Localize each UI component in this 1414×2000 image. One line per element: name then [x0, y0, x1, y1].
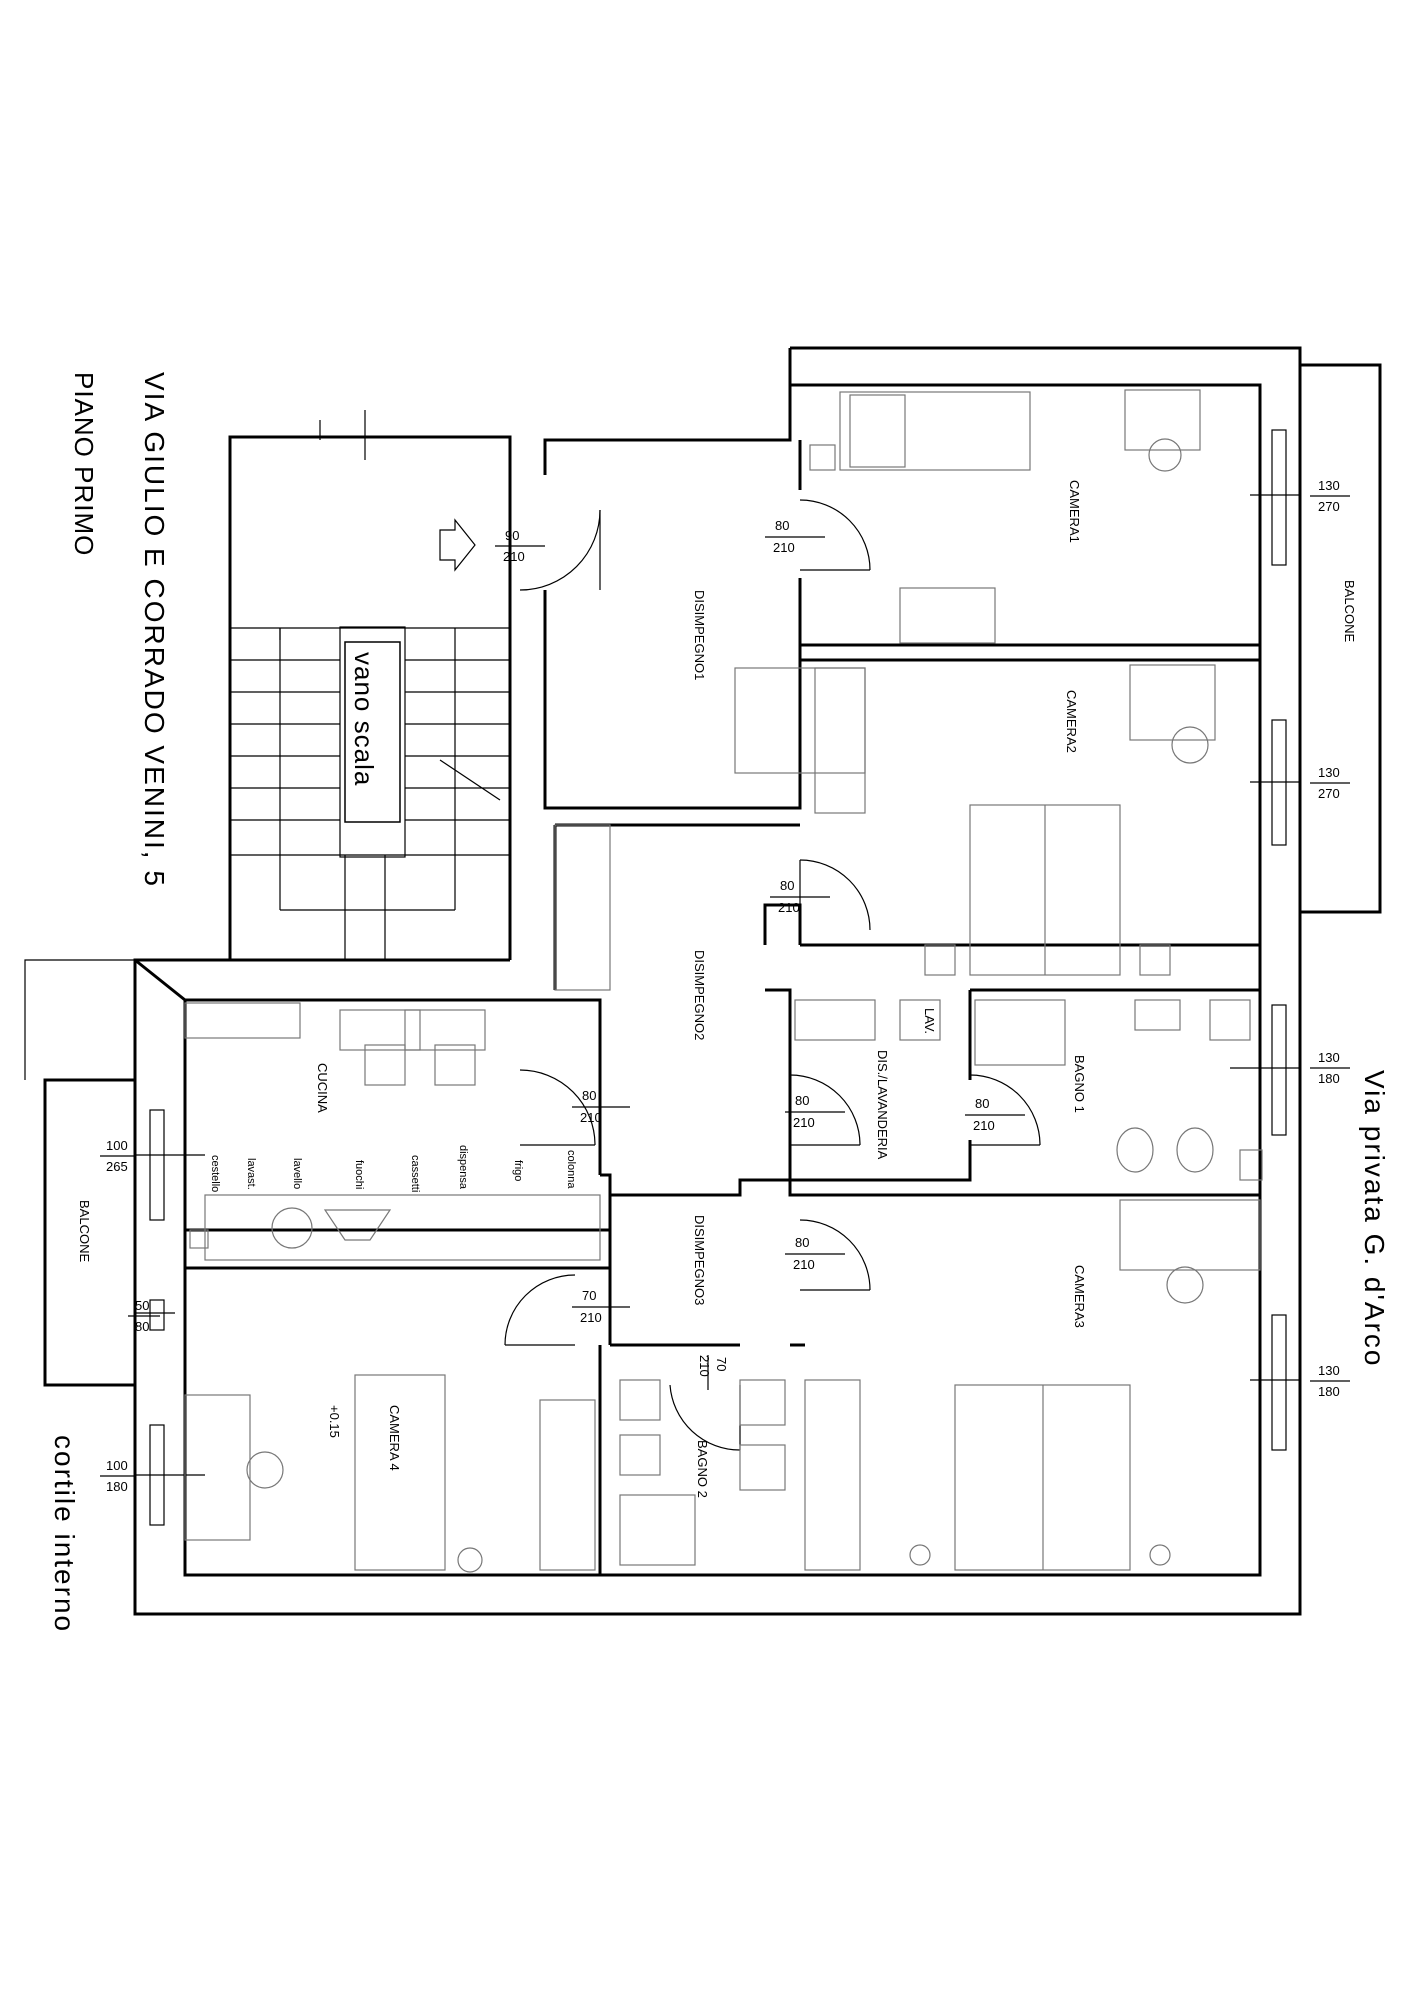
- outer-walls: [133, 346, 1382, 1616]
- interior-walls: [185, 440, 1260, 1575]
- svg-text:80: 80: [795, 1235, 809, 1250]
- svg-text:270: 270: [1318, 786, 1340, 801]
- svg-text:210: 210: [778, 900, 800, 915]
- window-dim-small: 50 80: [128, 1298, 160, 1334]
- window-dim-cam3: 130 180: [1310, 1363, 1350, 1399]
- door-dim-dislav: 80 210: [785, 1093, 845, 1130]
- kitchen-item: cestello: [209, 1155, 221, 1192]
- svg-text:130: 130: [1318, 1363, 1340, 1378]
- svg-text:70: 70: [714, 1357, 729, 1371]
- door-dim-cam3: 80 210: [785, 1235, 845, 1272]
- svg-text:80: 80: [975, 1096, 989, 1111]
- door-dimensions: 90 210 80 210 80 210 80 210 80 210 80 21…: [495, 518, 1025, 1390]
- window-dimensions: 130 270 130 270 130 180 130 180 100 265 …: [100, 478, 1350, 1494]
- door-dim-cam1: 80 210: [765, 518, 825, 555]
- kitchen-item: lavello: [291, 1158, 303, 1189]
- window-dim-bagno1: 130 180: [1310, 1050, 1350, 1086]
- svg-text:100: 100: [106, 1138, 128, 1153]
- kitchen-item: fuochi: [353, 1160, 365, 1189]
- kitchen-item: cassetti: [409, 1155, 421, 1192]
- door-dim-cucina: 80 210: [572, 1088, 630, 1125]
- svg-text:210: 210: [773, 540, 795, 555]
- svg-text:210: 210: [503, 549, 525, 564]
- room-camera1: CAMERA1: [1067, 480, 1082, 543]
- svg-text:265: 265: [106, 1159, 128, 1174]
- kitchen-item: lavast.: [245, 1158, 257, 1190]
- svg-text:50: 50: [135, 1298, 149, 1313]
- door-dim-bagno2: 70 210: [697, 1355, 729, 1390]
- windows: [135, 429, 1300, 1526]
- svg-text:100: 100: [106, 1458, 128, 1473]
- kitchen-item: dispensa: [457, 1145, 469, 1190]
- address-title: VIA GIULIO E CORRADO VENINI, 5: [139, 372, 170, 888]
- door-dim-entry: 90 210: [495, 528, 545, 564]
- stairwell: vano scala: [230, 518, 512, 962]
- svg-text:210: 210: [580, 1310, 602, 1325]
- room-cucina: CUCINA: [315, 1063, 330, 1113]
- balcone-west: BALCONE: [77, 1200, 92, 1262]
- room-disimpegno2: DISIMPEGNO2: [692, 950, 707, 1040]
- room-dislav: DIS./LAVANDERIA: [875, 1050, 890, 1160]
- window-dim-cucina: 100 265: [100, 1138, 135, 1174]
- svg-text:210: 210: [973, 1118, 995, 1133]
- door-dim-bagno1: 80 210: [965, 1096, 1025, 1133]
- svg-text:270: 270: [1318, 499, 1340, 514]
- svg-text:210: 210: [697, 1355, 712, 1377]
- room-camera3: CAMERA3: [1072, 1265, 1087, 1328]
- svg-text:130: 130: [1318, 1050, 1340, 1065]
- furniture: [184, 389, 1263, 1573]
- svg-text:130: 130: [1318, 765, 1340, 780]
- svg-text:210: 210: [793, 1115, 815, 1130]
- room-disimpegno3: DISIMPEGNO3: [692, 1215, 707, 1305]
- svg-text:180: 180: [1318, 1071, 1340, 1086]
- window-dim-cam4: 100 180: [100, 1458, 135, 1494]
- floor-title: PIANO PRIMO: [69, 372, 99, 556]
- door-dim-cam2: 80 210: [770, 878, 830, 915]
- room-camera4: CAMERA 4: [387, 1405, 402, 1471]
- room-bagno1: BAGNO 1: [1072, 1055, 1087, 1113]
- kitchen-item: colonna: [565, 1150, 577, 1189]
- svg-text:90: 90: [505, 528, 519, 543]
- svg-text:80: 80: [780, 878, 794, 893]
- door-swings: [504, 499, 1041, 1451]
- svg-text:130: 130: [1318, 478, 1340, 493]
- svg-text:180: 180: [1318, 1384, 1340, 1399]
- svg-text:70: 70: [582, 1288, 596, 1303]
- balcone-east: BALCONE: [1342, 580, 1357, 642]
- window-dim-cam2: 130 270: [1310, 765, 1350, 801]
- svg-text:80: 80: [775, 518, 789, 533]
- kitchen-item: frigo: [512, 1160, 524, 1181]
- room-camera2: CAMERA2: [1064, 690, 1079, 753]
- svg-text:210: 210: [580, 1110, 602, 1125]
- west-balcony: [24, 959, 135, 1387]
- window-dim-cam1: 130 270: [1310, 478, 1350, 514]
- svg-text:80: 80: [135, 1319, 149, 1334]
- kitchen-items: cestello lavast. lavello fuochi cassetti…: [209, 1145, 577, 1192]
- room-disimpegno1: DISIMPEGNO1: [692, 590, 707, 680]
- svg-text:180: 180: [106, 1479, 128, 1494]
- room-lav: LAV.: [922, 1008, 937, 1034]
- svg-text:210: 210: [793, 1257, 815, 1272]
- svg-text:80: 80: [795, 1093, 809, 1108]
- street-label: Via privata G. d'Arco: [1359, 1070, 1390, 1367]
- courtyard-label: cortile interno: [49, 1435, 80, 1633]
- door-dim-cam4: 70 210: [572, 1288, 630, 1325]
- room-bagno2: BAGNO 2: [695, 1440, 710, 1498]
- stair-label: vano scala: [349, 652, 379, 786]
- svg-text:80: 80: [582, 1088, 596, 1103]
- floor-level: +0.15: [327, 1405, 342, 1438]
